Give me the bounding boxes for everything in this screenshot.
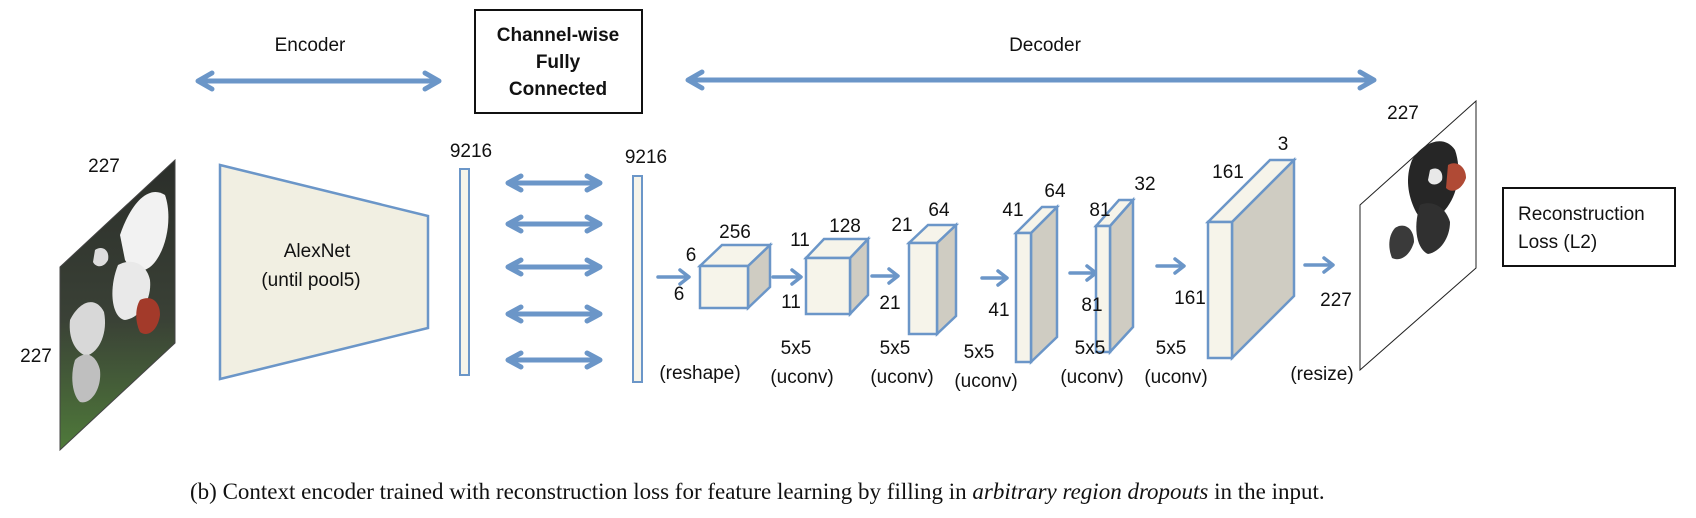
block1-depth-label: 256 [719, 222, 751, 243]
cfc-arrow-2 [505, 214, 603, 234]
block4-width-label: 41 [1002, 200, 1023, 221]
block3-width-label: 21 [891, 215, 912, 236]
reconstruction-loss-box: Reconstruction Loss (L2) [1502, 187, 1676, 267]
op4-type-label: (uconv) [1060, 367, 1123, 388]
block1-height-label: 6 [674, 284, 685, 305]
block6-height-label: 161 [1174, 288, 1206, 309]
cfc-arrows [505, 173, 603, 370]
block2-depth-label: 128 [829, 216, 861, 237]
block2-width-label: 11 [790, 230, 810, 251]
block5-width-label: 81 [1089, 200, 1110, 221]
flow-arrow-7 [1303, 256, 1335, 274]
op1-kernel-label: 5x5 [781, 338, 812, 359]
caption-emphasis: arbitrary region dropouts [972, 479, 1208, 504]
input-image [59, 158, 176, 452]
encoder-span: Encoder [195, 35, 442, 92]
block5-height-label: 81 [1081, 295, 1102, 316]
op5-type-label: (uconv) [1144, 367, 1207, 388]
cfc-arrow-3 [505, 257, 603, 277]
decoder-span: Decoder [685, 35, 1377, 91]
flow-arrow-5 [1068, 264, 1098, 282]
block4-depth-label: 64 [1044, 181, 1066, 202]
vector-out-size-label: 9216 [625, 147, 667, 168]
op1-type-label: (uconv) [770, 367, 833, 388]
caption-prefix: (b) Context encoder trained with reconst… [190, 479, 972, 504]
op-resize-label: (resize) [1290, 364, 1353, 385]
decoder-block-3 [905, 222, 960, 337]
recon-label-line2: Loss (L2) [1518, 232, 1597, 253]
block6-depth-label: 3 [1278, 134, 1289, 155]
block3-height-label: 21 [879, 293, 900, 314]
flow-arrow-6 [1155, 257, 1186, 275]
op3-type-label: (uconv) [954, 371, 1017, 392]
block2-height-label: 11 [781, 292, 801, 313]
decoder-block-6 [1204, 156, 1298, 362]
block6-width-label: 161 [1212, 162, 1244, 183]
alexnet-encoder: AlexNet (until pool5) [218, 163, 430, 381]
flow-arrow-1 [656, 268, 691, 286]
cfc-label-line2: Fully [536, 52, 581, 73]
input-height-label: 227 [20, 346, 52, 367]
op5-kernel-label: 5x5 [1156, 338, 1187, 359]
block3-depth-label: 64 [928, 200, 950, 221]
op4-kernel-label: 5x5 [1075, 338, 1106, 359]
cfc-label-line3: Connected [509, 79, 607, 100]
op2-kernel-label: 5x5 [880, 338, 911, 359]
cfc-label-line1: Channel-wise [497, 25, 619, 46]
input-width-label: 227 [88, 156, 120, 177]
figure-caption: (b) Context encoder trained with reconst… [190, 479, 1325, 504]
op-reshape-label: (reshape) [659, 363, 740, 384]
vector-in-size-label: 9216 [450, 141, 492, 162]
decoder-double-arrow [685, 69, 1377, 91]
decoder-label: Decoder [1009, 35, 1081, 56]
output-width-label: 227 [1387, 103, 1419, 124]
flow-arrow-4 [980, 269, 1009, 287]
op2-type-label: (uconv) [870, 367, 933, 388]
encoder-double-arrow [195, 70, 442, 92]
encoder-label: Encoder [275, 35, 346, 56]
decoder-block-1 [696, 242, 774, 311]
cfc-arrow-1 [505, 173, 603, 193]
block4-height-label: 41 [988, 300, 1009, 321]
decoder-block-4 [1012, 203, 1061, 365]
block1-width-label: 6 [686, 245, 697, 266]
cfc-box: Channel-wise Fully Connected [474, 9, 643, 114]
decoder-block-2 [803, 235, 871, 318]
recon-label-line1: Reconstruction [1518, 204, 1645, 225]
op3-kernel-label: 5x5 [964, 342, 995, 363]
cfc-arrow-4 [505, 304, 603, 324]
feature-vector-out [632, 175, 643, 383]
decoder-block-5 [1093, 196, 1136, 356]
feature-vector-in [459, 168, 470, 376]
output-image [1359, 99, 1477, 372]
caption-suffix: in the input. [1208, 479, 1324, 504]
alexnet-label-line1: AlexNet [284, 241, 351, 262]
block5-depth-label: 32 [1134, 174, 1155, 195]
alexnet-label-line2: (until pool5) [261, 270, 360, 291]
flow-arrow-3 [870, 267, 900, 285]
flow-arrow-2 [771, 268, 803, 286]
cfc-arrow-5 [505, 350, 603, 370]
output-height-label: 227 [1320, 290, 1352, 311]
